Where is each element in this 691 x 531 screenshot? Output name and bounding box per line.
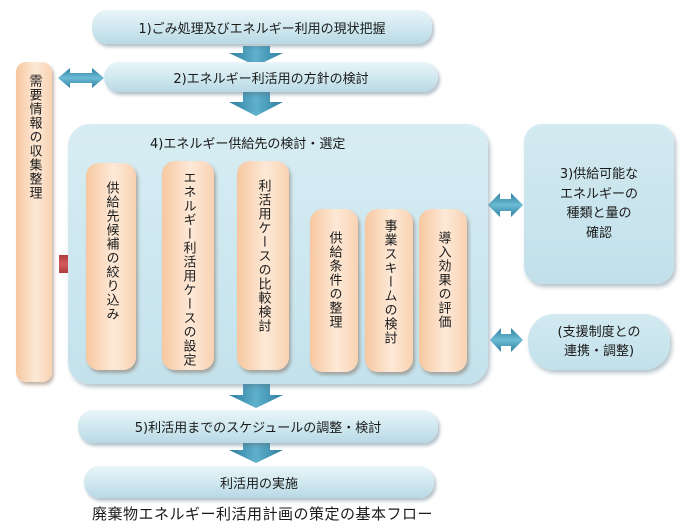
sub-pill-conditions: 供給条件の整理 (310, 209, 358, 372)
step3-line-4: 確認 (585, 225, 612, 241)
step2-box: 2)エネルギー利活用の方針の検討 (104, 62, 438, 92)
step3-line-1: 3)供給可能な (559, 167, 639, 182)
step2-label: 2)エネルギー利活用の方針の検討 (173, 71, 369, 87)
support-panel: (支援制度との 連携・調整) (528, 314, 670, 370)
step5-box: 5)利活用までのスケジュールの調整・検討 (78, 410, 438, 443)
final-box: 利活用の実施 (84, 466, 434, 498)
final-label: 利活用の実施 (219, 476, 298, 492)
flow-pill-1: 供給先候補の絞り込み (86, 163, 136, 370)
step5-label: 5)利活用までのスケジュールの調整・検討 (134, 421, 382, 436)
demand-info-column: 需要情報の収集整理 (16, 62, 52, 382)
support-line-1: (支援制度との (557, 324, 641, 340)
step1-label: 1)ごみ処理及びエネルギー利用の現状把握 (138, 21, 386, 37)
step4-title: 4)エネルギー供給先の検討・選定 (150, 137, 346, 152)
sub-pill-scheme: 事業スキームの検討 (365, 209, 413, 372)
down-arrow-2 (229, 89, 283, 116)
down-arrow-3 (229, 384, 283, 408)
flow-pill-3: 利活用ケースの比較検討 (237, 161, 289, 370)
sub-pill-effect: 導入効果の評価 (419, 209, 467, 372)
double-arrow-left (58, 68, 104, 88)
down-arrow-1 (229, 46, 283, 66)
support-line-2: 連携・調整) (563, 344, 635, 359)
flow-pill-1-label: 供給先候補の絞り込み (103, 181, 119, 321)
step1-box: 1)ごみ処理及びエネルギー利用の現状把握 (92, 10, 432, 44)
down-arrow-4 (229, 440, 283, 463)
caption: 廃棄物エネルギー利活用計画の策定の基本フロー (92, 505, 434, 523)
double-arrow-support (490, 328, 523, 352)
sub-pill-effect-label: 導入効果の評価 (435, 231, 451, 329)
flow-pill-2-label: エネルギー利活用ケースの設定 (180, 171, 196, 367)
step3-panel: 3)供給可能な エネルギーの 種類と量の 確認 (524, 124, 674, 284)
sub-pill-scheme-label: 事業スキームの検討 (381, 219, 397, 345)
step3-line-2: エネルギーの (559, 186, 638, 202)
demand-info-label: 需要情報の収集整理 (26, 74, 42, 200)
flow-pill-2: エネルギー利活用ケースの設定 (162, 161, 214, 370)
step3-line-3: 種類と量の (566, 206, 632, 221)
double-arrow-step3 (488, 193, 523, 217)
flow-pill-3-label: 利活用ケースの比較検討 (255, 179, 271, 333)
sub-pill-conditions-label: 供給条件の整理 (326, 231, 342, 329)
